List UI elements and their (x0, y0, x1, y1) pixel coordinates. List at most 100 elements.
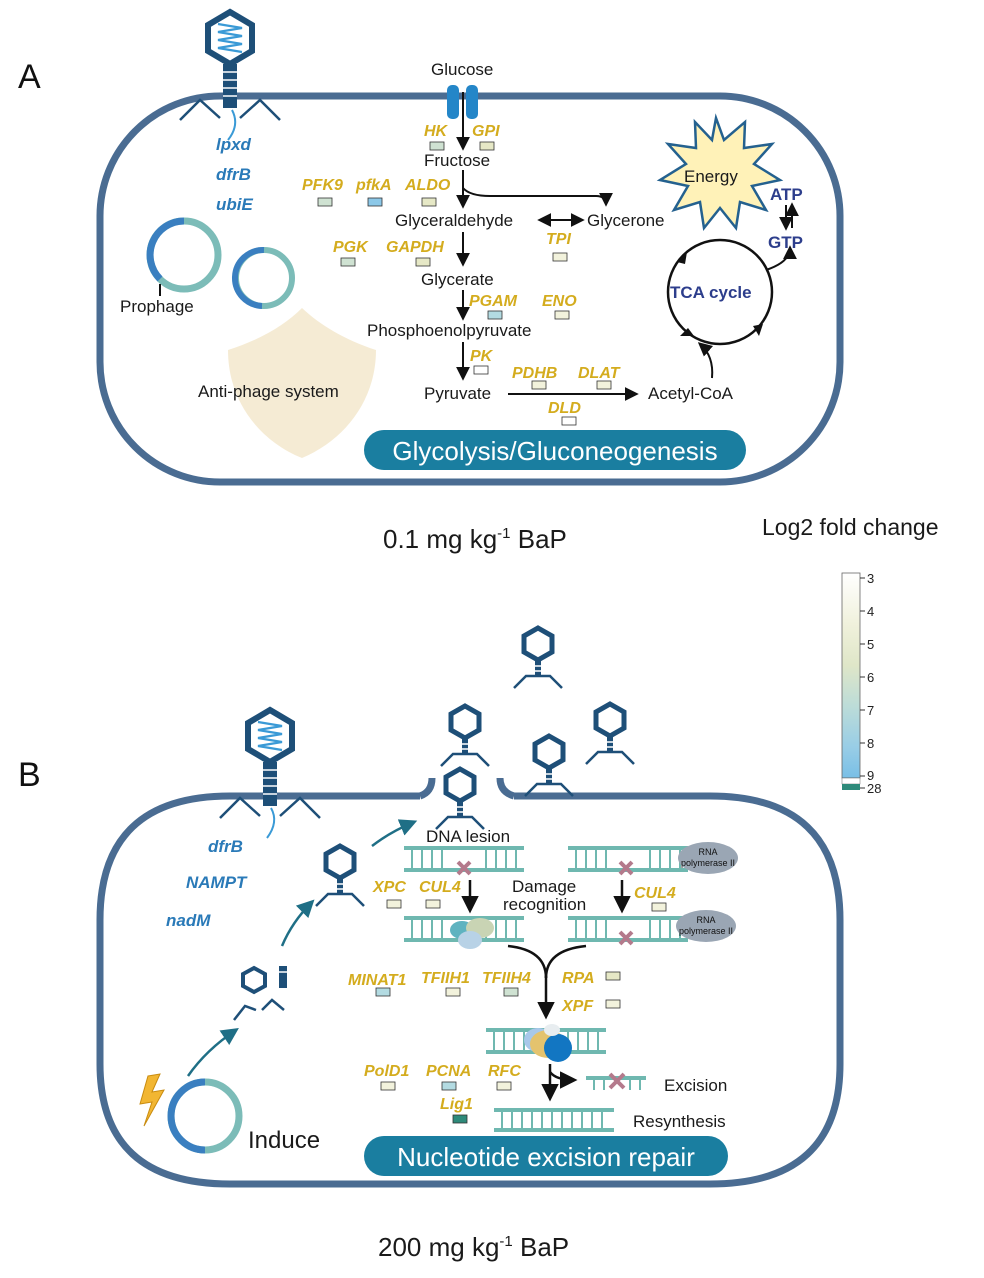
lesion-x-3-icon (618, 930, 634, 946)
enzyme-pfk9: PFK9 (302, 177, 343, 194)
pathway-title-b: Nucleotide excision repair (397, 1142, 695, 1172)
tca-label: TCA cycle (670, 283, 752, 302)
released-phage-3-icon (586, 704, 634, 764)
damage-label: Damage (512, 877, 576, 896)
fold-box-xpc (386, 899, 402, 909)
enzyme-pgk: PGK (333, 239, 369, 256)
enzyme-pk: PK (470, 348, 494, 365)
fold-box-pdhb (531, 380, 547, 390)
legend-tick-9: 9 (867, 768, 874, 783)
prophage-circle-icon (146, 217, 222, 296)
released-phage-2-icon (441, 706, 489, 766)
fold-box-minat1 (375, 987, 391, 997)
fold-box-dlat (596, 380, 612, 390)
enzyme-cul4-a: CUL4 (419, 879, 461, 896)
released-phage-1-icon (514, 628, 562, 688)
enzyme-dld: DLD (548, 400, 581, 417)
induce-label: Induce (248, 1127, 320, 1154)
legend-tick-6: 6 (867, 670, 874, 685)
arrow-acetylcoa-tca (697, 342, 714, 379)
colorbar-ticks (860, 577, 865, 789)
released-phage-4-icon (525, 736, 573, 796)
enzyme-tpi: TPI (546, 231, 571, 248)
tca-cycle-circle (666, 238, 774, 346)
metabolite-pep: Phosphoenolpyruvate (367, 321, 531, 340)
fold-box-pcna (441, 1081, 457, 1091)
fold-box-aldo (421, 197, 437, 207)
arrow-assembly-release (371, 819, 418, 847)
enzyme-tfiih4: TFIIH4 (482, 970, 531, 987)
tca-arrowhead-1-icon (677, 252, 687, 264)
rna-polymerase-1-icon (678, 842, 738, 874)
metabolite-glycerate: Glycerate (421, 270, 494, 289)
prophage-label: Prophage (120, 297, 194, 316)
fold-box-tfiih1 (445, 987, 461, 997)
rna-pol-label-1a: RNA (698, 847, 717, 857)
arrow-parts-assembly (280, 899, 315, 947)
enzyme-eno: ENO (542, 293, 577, 310)
arrow-induce-parts (186, 1028, 239, 1077)
excised-fragment-icon (586, 1072, 646, 1090)
enzyme-pgam: PGAM (469, 293, 518, 310)
bacterial-gene-nampt: NAMPT (186, 873, 248, 892)
colorbar (841, 572, 861, 790)
enzyme-gpi: GPI (472, 123, 500, 140)
excision-complex-icon (524, 1024, 572, 1062)
excision-label: Excision (664, 1076, 727, 1095)
fold-box-pk (473, 365, 489, 375)
enzyme-hk: HK (424, 123, 449, 140)
arrow-fructose-glycerone (462, 187, 613, 207)
phage-attached-icon (220, 710, 320, 818)
phage-parts-icon (233, 965, 287, 1021)
fold-box-cul4-a (425, 899, 441, 909)
fold-box-dld (561, 416, 577, 426)
rna-pol-label-2a: RNA (696, 915, 715, 925)
bacterial-gene-ubie: ubiE (216, 195, 253, 214)
fold-box-lig1 (452, 1114, 468, 1124)
phage-dna-b-icon (266, 807, 276, 839)
legend-tick-5: 5 (867, 637, 874, 652)
panel-a-label: A (18, 58, 41, 96)
fold-box-pold1 (380, 1081, 396, 1091)
fold-box-pfk9 (317, 197, 333, 207)
plasmid-circle-icon (232, 246, 295, 309)
shield-icon (228, 308, 376, 458)
resynthesized-dna-icon (494, 1108, 614, 1132)
energy-burst-icon (656, 113, 784, 232)
condition-b: 200 mg kg-1 BaP (378, 1232, 569, 1262)
cell-membrane-b (96, 792, 844, 1188)
antiphage-label: Anti-phage system (198, 382, 339, 401)
fold-box-hk (429, 141, 445, 151)
metabolite-pyruvate: Pyruvate (424, 384, 491, 403)
membrane-lip-right (496, 777, 516, 800)
fold-box-gpi (479, 141, 495, 151)
bacterial-gene-dfrb-b: dfrB (208, 837, 243, 856)
condition-a: 0.1 mg kg-1 BaP (383, 524, 567, 554)
lesion-x-2-icon (618, 860, 634, 876)
recognition-label: recognition (503, 895, 586, 914)
rna-pol-label-2b: polymerase II (679, 926, 733, 936)
enzyme-xpc: XPC (372, 879, 406, 896)
fold-box-cul4-b (651, 902, 667, 912)
legend-tick-3: 3 (867, 571, 874, 586)
glucose-transporter-icon (447, 85, 478, 119)
exiting-phage-icon (436, 769, 484, 829)
bacterial-gene-dfrb: dfrB (216, 165, 251, 184)
enzyme-gapdh: GAPDH (386, 239, 444, 256)
enzyme-lig1: Lig1 (440, 1096, 473, 1113)
enzyme-xpf: XPF (561, 998, 594, 1015)
pathway-banner-b (364, 1136, 728, 1176)
fold-box-pgk (340, 257, 356, 267)
dna-lesion-label: DNA lesion (426, 827, 510, 846)
fold-box-rfc (496, 1081, 512, 1091)
lesion-x-icon (456, 860, 472, 876)
merge-line-right (544, 944, 587, 979)
resynthesis-label: Resynthesis (633, 1112, 726, 1131)
enzyme-cul4-b: CUL4 (634, 885, 676, 902)
membrane-lip-left (418, 777, 436, 800)
bacterial-gene-nadm: nadM (166, 911, 211, 930)
fold-box-gapdh (415, 257, 431, 267)
phage-icon (180, 12, 280, 120)
rna-polymerase-2-icon (676, 910, 736, 942)
